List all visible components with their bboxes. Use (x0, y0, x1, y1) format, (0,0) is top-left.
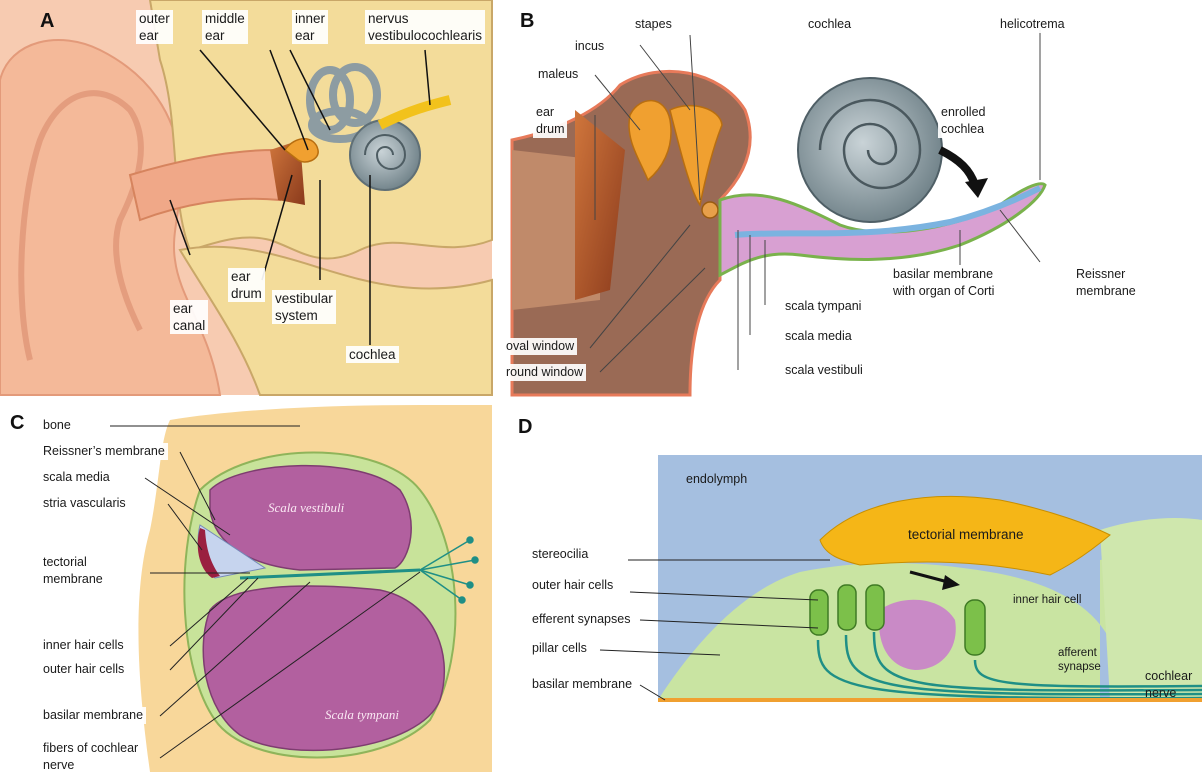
c-scala-tympani-label: Scala tympani (325, 707, 399, 723)
cochlea-a (350, 120, 420, 190)
d-basilar-label: basilar membrane (529, 676, 635, 693)
c-reissners-label: Reissner’s membrane (40, 443, 168, 460)
c-fibers-label: fibers of cochlear nerve (40, 740, 141, 774)
d-tectorial-label: tectorial membrane (905, 526, 1027, 543)
b-ear-drum-label: ear drum (533, 104, 567, 138)
c-stria-label: stria vascularis (40, 495, 129, 512)
b-arrow-head (965, 178, 988, 198)
c-scala-vestibuli-label: Scala vestibuli (268, 500, 344, 516)
b-reissner-label: Reissner membrane (1073, 266, 1139, 300)
d-afferent-label: afferent synapse (1055, 646, 1104, 674)
b-curved-arrow (940, 150, 975, 185)
a-ear-canal-label: ear canal (170, 300, 208, 334)
a-middle-ear-label: middle ear (202, 10, 248, 44)
b-round-window-label: round window (503, 364, 586, 381)
b-helicotrema-label: helicotrema (997, 16, 1068, 33)
b-cochlea-label: cochlea (805, 16, 854, 33)
c-bone-label: bone (40, 417, 74, 434)
panel-b (512, 30, 1045, 395)
b-incus-label: incus (572, 38, 607, 55)
a-cochlea-label: cochlea (346, 346, 399, 363)
b-scala-vestibuli-label: scala vestibuli (782, 362, 866, 379)
d-cochlear-nerve-label: cochlear nerve (1142, 668, 1195, 702)
a-nervus-label: nervus vestibulocochlearis (365, 10, 485, 44)
b-oval-window-label: oval window (503, 338, 577, 355)
b-basilar-label: basilar membrane with organ of Corti (890, 266, 997, 300)
panel-d-letter: D (518, 416, 532, 439)
c-outer-hair-label: outer hair cells (40, 661, 127, 678)
c-tectorial-label: tectorial membrane (40, 554, 106, 588)
panel-d (600, 455, 1202, 700)
panel-c-letter: C (10, 412, 24, 435)
d-outer-hair-label: outer hair cells (529, 577, 616, 594)
c-basilar-label: basilar membrane (40, 707, 146, 724)
c-inner-hair-label: inner hair cells (40, 637, 127, 654)
d-efferent-label: efferent synapses (529, 611, 633, 628)
d-stereocilia-label: stereocilia (529, 546, 591, 563)
b-stapes-label: stapes (632, 16, 675, 33)
a-inner-ear-label: inner ear (292, 10, 328, 44)
a-outer-ear-label: outer ear (136, 10, 173, 44)
c-scala-tympani (203, 586, 444, 750)
a-vestibular-label: vestibular system (272, 290, 336, 324)
d-endolymph-label: endolymph (683, 471, 750, 488)
d-pillar-label: pillar cells (529, 640, 590, 657)
d-inner-hair-label: inner hair cell (1010, 592, 1084, 609)
b-maleus-label: maleus (535, 66, 581, 83)
panel-b-letter: B (520, 10, 534, 33)
b-scala-tympani-label: scala tympani (782, 298, 864, 315)
c-scala-media-label: scala media (40, 469, 113, 486)
panel-a (0, 0, 492, 395)
b-scala-media-label: scala media (782, 328, 855, 345)
b-stapes (702, 202, 718, 218)
b-enrolled-label: enrolled cochlea (938, 104, 988, 138)
a-ear-drum-label: ear drum (228, 268, 265, 302)
panel-a-letter: A (40, 10, 54, 33)
